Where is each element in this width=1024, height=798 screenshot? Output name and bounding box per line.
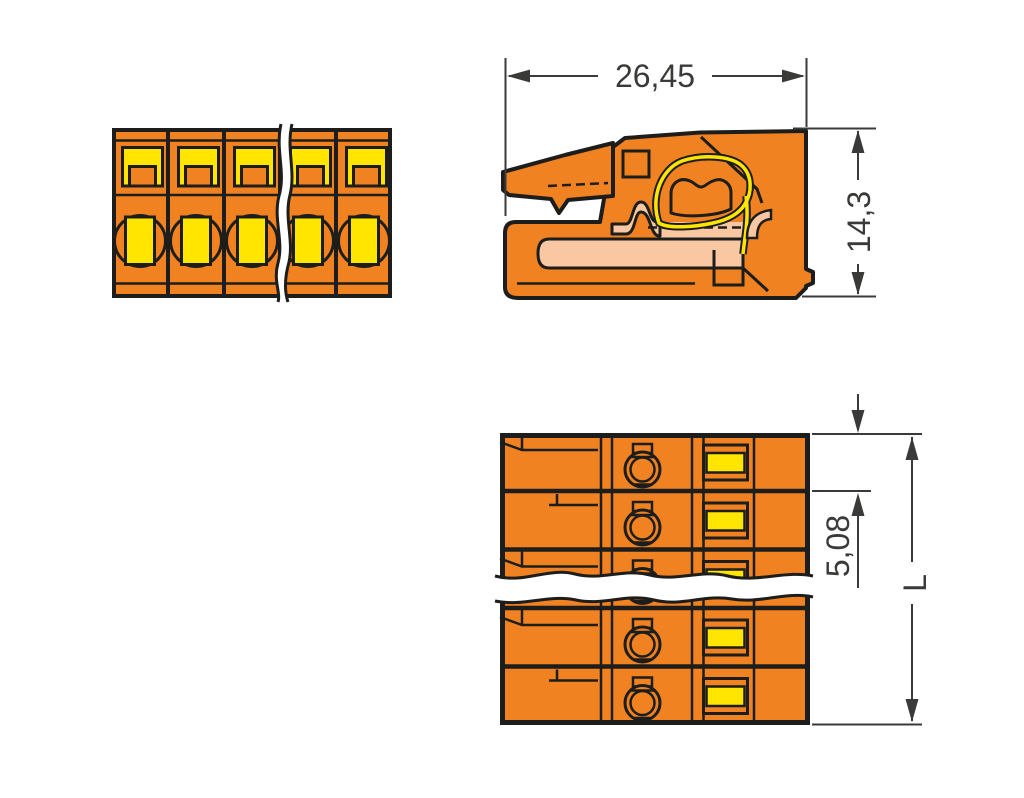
arrowhead-up	[851, 493, 865, 516]
spring-guide-hump	[610, 200, 662, 238]
arrowhead-right	[782, 69, 805, 83]
dimension-height-label: 14,3	[841, 191, 877, 253]
dimension-height: 14,3	[793, 127, 877, 298]
dimension-pitch-label: 5,08	[820, 515, 856, 577]
contact-leg	[712, 250, 745, 287]
break-edge-right	[284, 123, 294, 303]
spring-wire	[654, 155, 752, 229]
spring-anchor-block	[669, 178, 733, 218]
dimension-width-label: 26,45	[615, 58, 695, 94]
top-break-symbol	[494, 570, 814, 605]
dimension-pitch: 5,08	[812, 394, 922, 588]
arrowhead-down	[851, 272, 865, 295]
side-section-view: 26,45 14,3	[501, 58, 877, 300]
dimension-length: L	[812, 437, 933, 726]
lever-hidden-line	[547, 181, 609, 188]
latch-window	[621, 149, 651, 179]
arrowhead-left	[507, 69, 530, 83]
front-view	[112, 123, 392, 303]
contact-hook	[745, 208, 773, 240]
locking-lever	[501, 141, 615, 215]
spring-wire-tail	[741, 195, 749, 255]
dimension-length-label: L	[897, 574, 933, 592]
conductor-cavity	[536, 237, 745, 270]
inner-wall-line	[741, 266, 770, 293]
break-edge-bottom	[494, 593, 814, 605]
top-view: 5,08 L	[494, 394, 933, 726]
break-edge-left	[274, 123, 283, 303]
front-break-symbol	[274, 123, 294, 303]
dimension-width: 26,45	[504, 58, 808, 216]
clamping-spring	[652, 153, 754, 255]
arrowhead-down	[851, 410, 865, 433]
arrowhead-down	[905, 699, 919, 722]
arrowhead-up	[851, 130, 865, 153]
break-gap	[495, 572, 813, 603]
break-edge-top	[494, 570, 814, 580]
